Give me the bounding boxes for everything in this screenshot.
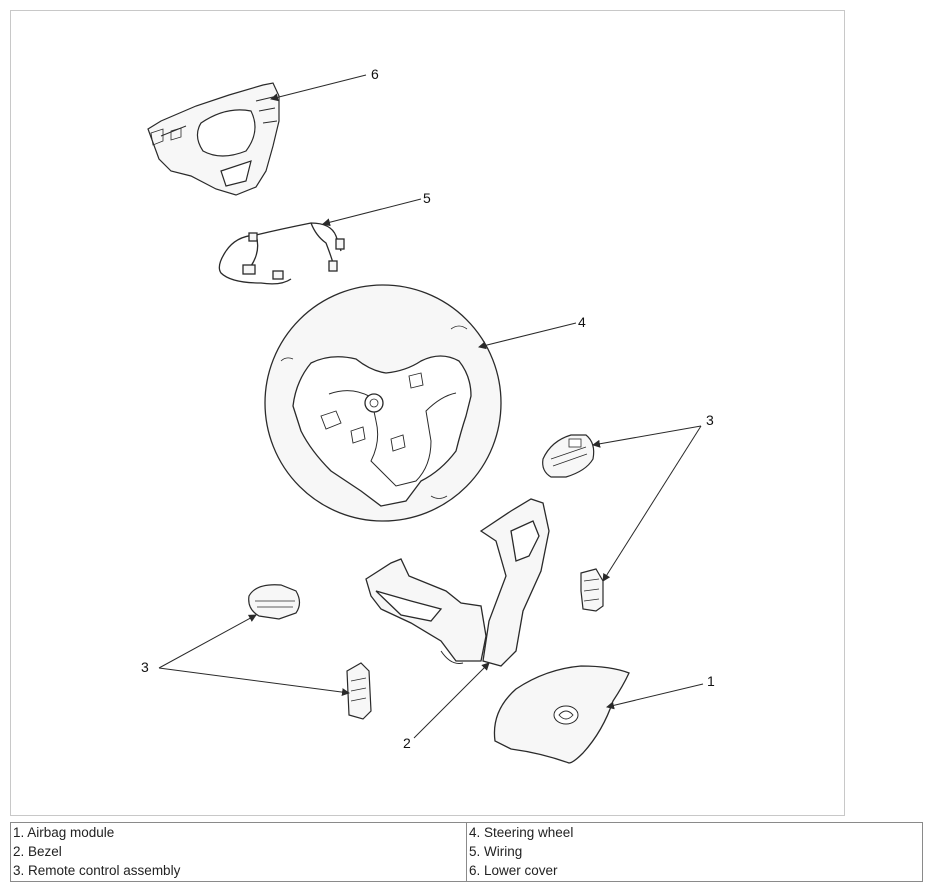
callout-4: 4 [578, 314, 586, 330]
leader-line-3b-upper [158, 614, 257, 669]
remote-control-right-upper-part [542, 434, 595, 478]
callout-3-right: 3 [706, 412, 714, 428]
callout-3-left: 3 [141, 659, 149, 675]
exploded-diagram: 6 5 4 3 3 2 1 [141, 66, 715, 764]
leader-line-2 [413, 662, 490, 739]
legend-column-right: 4. Steering wheel 5. Wiring 6. Lower cov… [466, 822, 923, 882]
legend-item-remote-control-assembly: 3. Remote control assembly [13, 863, 181, 878]
leader-line-6 [270, 74, 367, 102]
legend-item-bezel: 2. Bezel [13, 844, 62, 859]
legend-item-wiring: 5. Wiring [469, 844, 523, 859]
remote-control-right-lower-part [580, 568, 604, 612]
legend-column-left: 1. Airbag module 2. Bezel 3. Remote cont… [10, 822, 467, 882]
steering-wheel-part [264, 284, 502, 522]
leader-line-4 [478, 322, 577, 350]
legend-item-steering-wheel: 4. Steering wheel [469, 825, 574, 840]
parts-legend-table: 1. Airbag module 2. Bezel 3. Remote cont… [10, 822, 923, 882]
exploded-diagram-frame: 6 5 4 3 3 2 1 [10, 10, 845, 816]
callout-2: 2 [403, 735, 411, 751]
legend-row: 1. Airbag module 2. Bezel 3. Remote cont… [10, 822, 923, 882]
lower-cover-part [147, 82, 280, 196]
leader-line-1 [606, 683, 704, 710]
leader-line-3b-lower [158, 667, 350, 697]
wiring-part [218, 222, 345, 285]
leader-lines [158, 74, 704, 739]
remote-control-left-upper-part [248, 584, 301, 620]
leader-line-5 [322, 198, 422, 227]
leader-line-3a-upper [592, 425, 702, 448]
callout-1: 1 [707, 673, 715, 689]
airbag-module-part [493, 665, 630, 764]
callout-6: 6 [371, 66, 379, 82]
callout-5: 5 [423, 190, 431, 206]
remote-control-left-lower-part [346, 662, 372, 720]
leader-line-3a-lower [602, 425, 702, 582]
legend-item-lower-cover: 6. Lower cover [469, 863, 558, 878]
bezel-part [365, 498, 550, 667]
legend-item-airbag-module: 1. Airbag module [13, 825, 115, 840]
